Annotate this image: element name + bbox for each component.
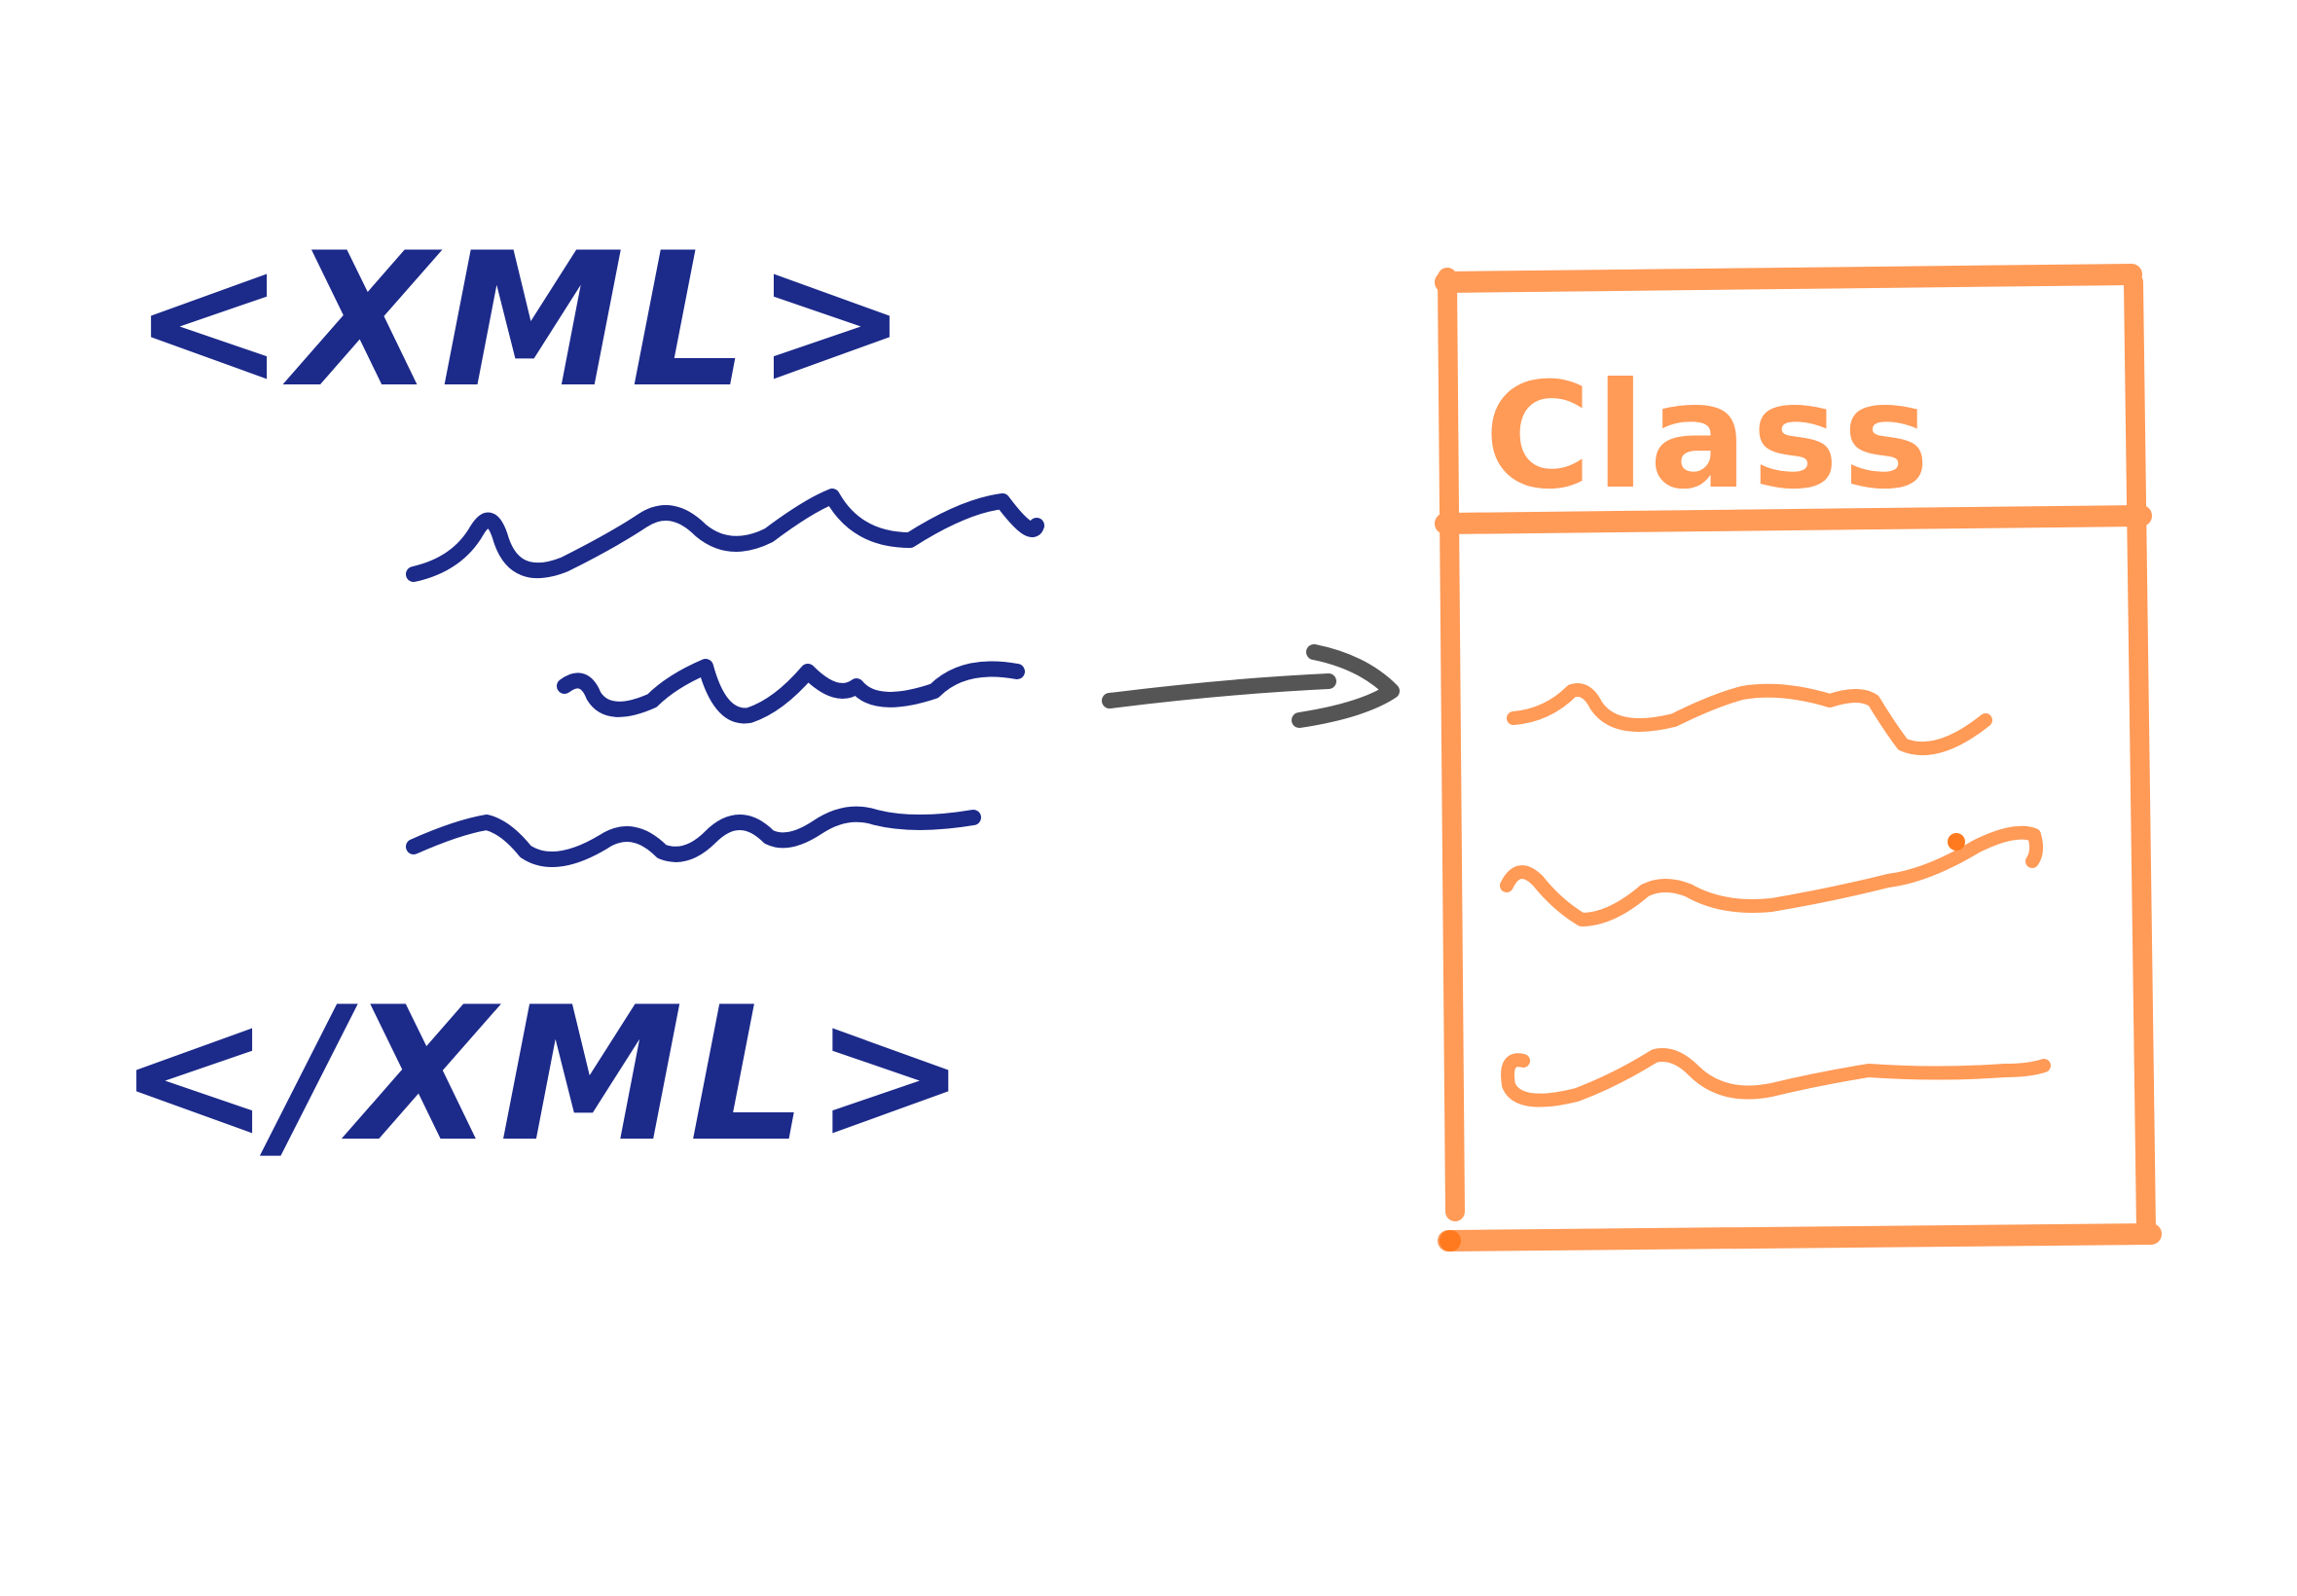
xml-open-tag: <XML> [131,213,915,428]
class-member-line-1 [1507,683,1992,756]
class-members [1500,683,2051,1107]
class-member-line-3 [1501,1048,2051,1107]
class-box-top-edge [1435,264,2142,293]
xml-content-lines [406,489,1044,867]
class-title: Class [1484,352,1933,522]
class-box-corner-dot [1440,1230,1461,1251]
class-box-right-edge [2124,272,2156,1241]
arrow-head [1292,644,1400,728]
xml-content-line-1 [406,489,1044,582]
class-member-line-2-dot [1948,833,1965,851]
transform-arrow [1102,644,1400,728]
class-box-divider [1435,505,2152,534]
xml-content-line-3 [406,806,981,867]
xml-content-line-2 [557,659,1025,724]
xml-document: <XML> </XML> [117,213,1044,1182]
class-member-line-2 [1500,825,2044,926]
arrow-shaft [1102,673,1336,708]
class-box-left-edge [1438,268,1465,1221]
class-box-bottom-edge [1438,1223,2162,1251]
class-box: Class [1435,264,2162,1251]
xml-close-tag: </XML> [117,967,973,1182]
